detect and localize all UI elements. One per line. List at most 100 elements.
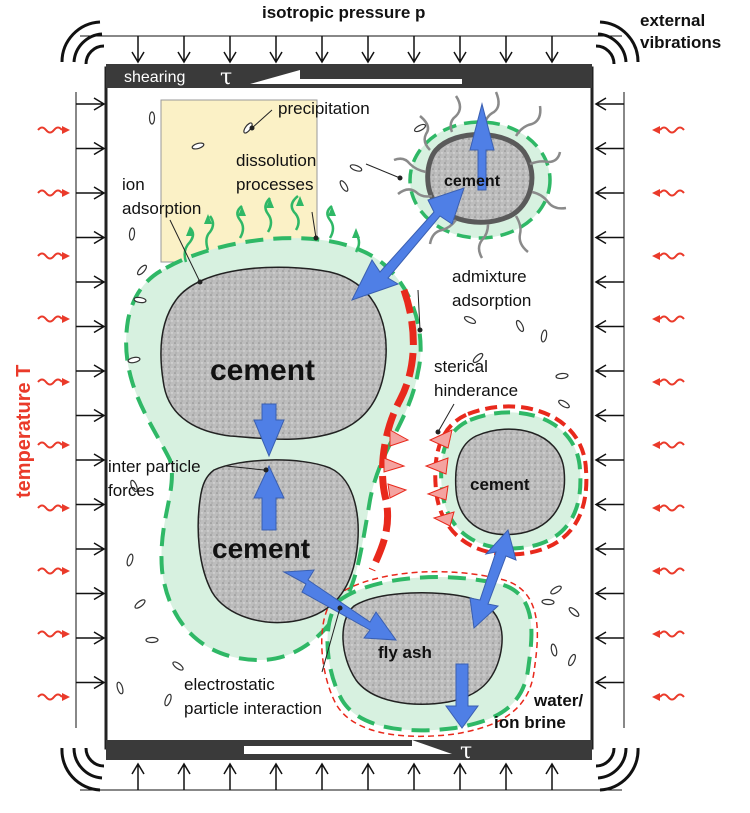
shear-arrow-top	[250, 70, 462, 84]
ion-adsorption-label-line1: ion	[122, 175, 145, 194]
arrow-icon	[594, 275, 624, 289]
ion-adsorption-label-line2: adsorption	[122, 199, 201, 218]
arrow-icon	[76, 631, 106, 645]
arrow-icon	[76, 186, 106, 200]
ion-dot	[133, 296, 147, 304]
arrow-icon	[76, 141, 106, 156]
precipitation-label: precipitation	[278, 99, 370, 118]
cement-particle-right	[454, 428, 566, 536]
cement-particle-large	[160, 266, 387, 441]
arrow-icon	[545, 36, 559, 64]
arrow-icon	[177, 36, 191, 64]
dissolution-label-line1: dissolution	[236, 151, 316, 170]
cement-right-label: cement	[470, 475, 530, 494]
arrow-icon	[594, 675, 624, 690]
heat-arrow-icon	[652, 441, 660, 449]
fly-ash-label: fly ash	[378, 643, 432, 662]
heat-arrow-icon	[652, 252, 660, 260]
heat-arrow-icon	[652, 693, 660, 701]
arrow-icon	[594, 586, 624, 601]
ion-dot	[541, 598, 555, 606]
heat-arrow-icon	[652, 189, 660, 197]
heat-wave-icon	[659, 189, 685, 197]
arrow-icon	[545, 762, 559, 790]
cement-large-label: cement	[210, 354, 315, 387]
ion-dot	[540, 329, 548, 343]
cement-halo-right-red	[433, 404, 589, 557]
arrow-icon	[76, 586, 106, 601]
temperature-label: temperature T	[13, 365, 35, 498]
left-temperature-waves	[37, 126, 70, 701]
water-label-line2: ion brine	[494, 713, 566, 732]
admixture-label-line1: admixture	[452, 267, 527, 286]
arrow-icon	[76, 275, 106, 289]
heat-arrow-icon	[652, 126, 660, 134]
arrow-icon	[407, 762, 421, 790]
arrow-icon	[594, 186, 624, 200]
heat-wave-icon	[37, 252, 63, 260]
heat-arrow-icon	[652, 315, 660, 323]
ion-dot	[515, 319, 525, 333]
arrow-icon	[177, 762, 191, 790]
heat-wave-icon	[37, 693, 63, 701]
heat-arrow-icon	[652, 567, 660, 575]
ion-dot	[130, 479, 138, 493]
heat-arrow-icon	[652, 378, 660, 386]
heat-arrow-icon	[62, 189, 70, 197]
right-pressure-arrows	[594, 92, 625, 728]
electrostatic-label-line1: electrostatic	[184, 675, 275, 694]
sterical-label-line2: hinderance	[434, 381, 518, 400]
heat-wave-icon	[37, 567, 63, 575]
arrow-icon	[499, 36, 513, 64]
electrostatic-label-line2: particle interaction	[184, 699, 322, 718]
ion-dot	[145, 636, 159, 644]
arrow-icon	[361, 36, 375, 64]
left-pressure-arrows	[75, 92, 106, 728]
arrow-icon	[407, 36, 421, 64]
ion-dot	[148, 111, 156, 125]
ion-dot	[567, 653, 577, 667]
heat-arrow-icon	[652, 630, 660, 638]
sterical-label-line1: sterical	[434, 357, 488, 376]
arrow-icon	[499, 762, 513, 790]
ion-dot	[555, 372, 569, 380]
heat-wave-icon	[37, 378, 63, 386]
inter-particle-label-line2: forces	[108, 481, 154, 500]
heat-wave-icon	[659, 252, 685, 260]
arrow-icon	[453, 762, 467, 790]
heat-arrow-icon	[62, 693, 70, 701]
dissolution-label-line2: processes	[236, 175, 313, 194]
arrow-icon	[76, 453, 106, 467]
ion-dot	[568, 607, 580, 617]
heat-arrow-icon	[62, 567, 70, 575]
ion-dot	[172, 661, 184, 671]
heat-wave-icon	[37, 504, 63, 512]
tau-bottom-label: τ	[460, 739, 472, 764]
heat-arrow-icon	[62, 315, 70, 323]
ion-dot	[472, 352, 484, 364]
pressure-label: isotropic pressure p	[262, 3, 425, 22]
cement-lower-label: cement	[212, 533, 310, 564]
ion-dot	[558, 399, 570, 409]
arrow-icon	[76, 408, 106, 423]
heat-wave-icon	[37, 315, 63, 323]
shear-arrow-bottom	[244, 740, 452, 754]
ion-dot	[134, 599, 146, 609]
heat-arrow-icon	[652, 504, 660, 512]
arrow-icon	[269, 36, 283, 64]
heat-wave-icon	[659, 567, 685, 575]
arrow-icon	[76, 230, 106, 245]
arrow-icon	[269, 762, 283, 790]
ion-dot	[126, 553, 134, 567]
sterical-spikes	[383, 429, 455, 527]
arrow-icon	[594, 631, 624, 645]
top-pressure-arrows	[80, 35, 622, 64]
leader-lines	[169, 109, 455, 673]
ion-dot	[349, 164, 363, 172]
heat-wave-icon	[37, 630, 63, 638]
arrow-icon	[361, 762, 375, 790]
arrow-icon	[131, 36, 145, 64]
arrow-icon	[594, 141, 624, 156]
ion-dot	[164, 693, 172, 707]
